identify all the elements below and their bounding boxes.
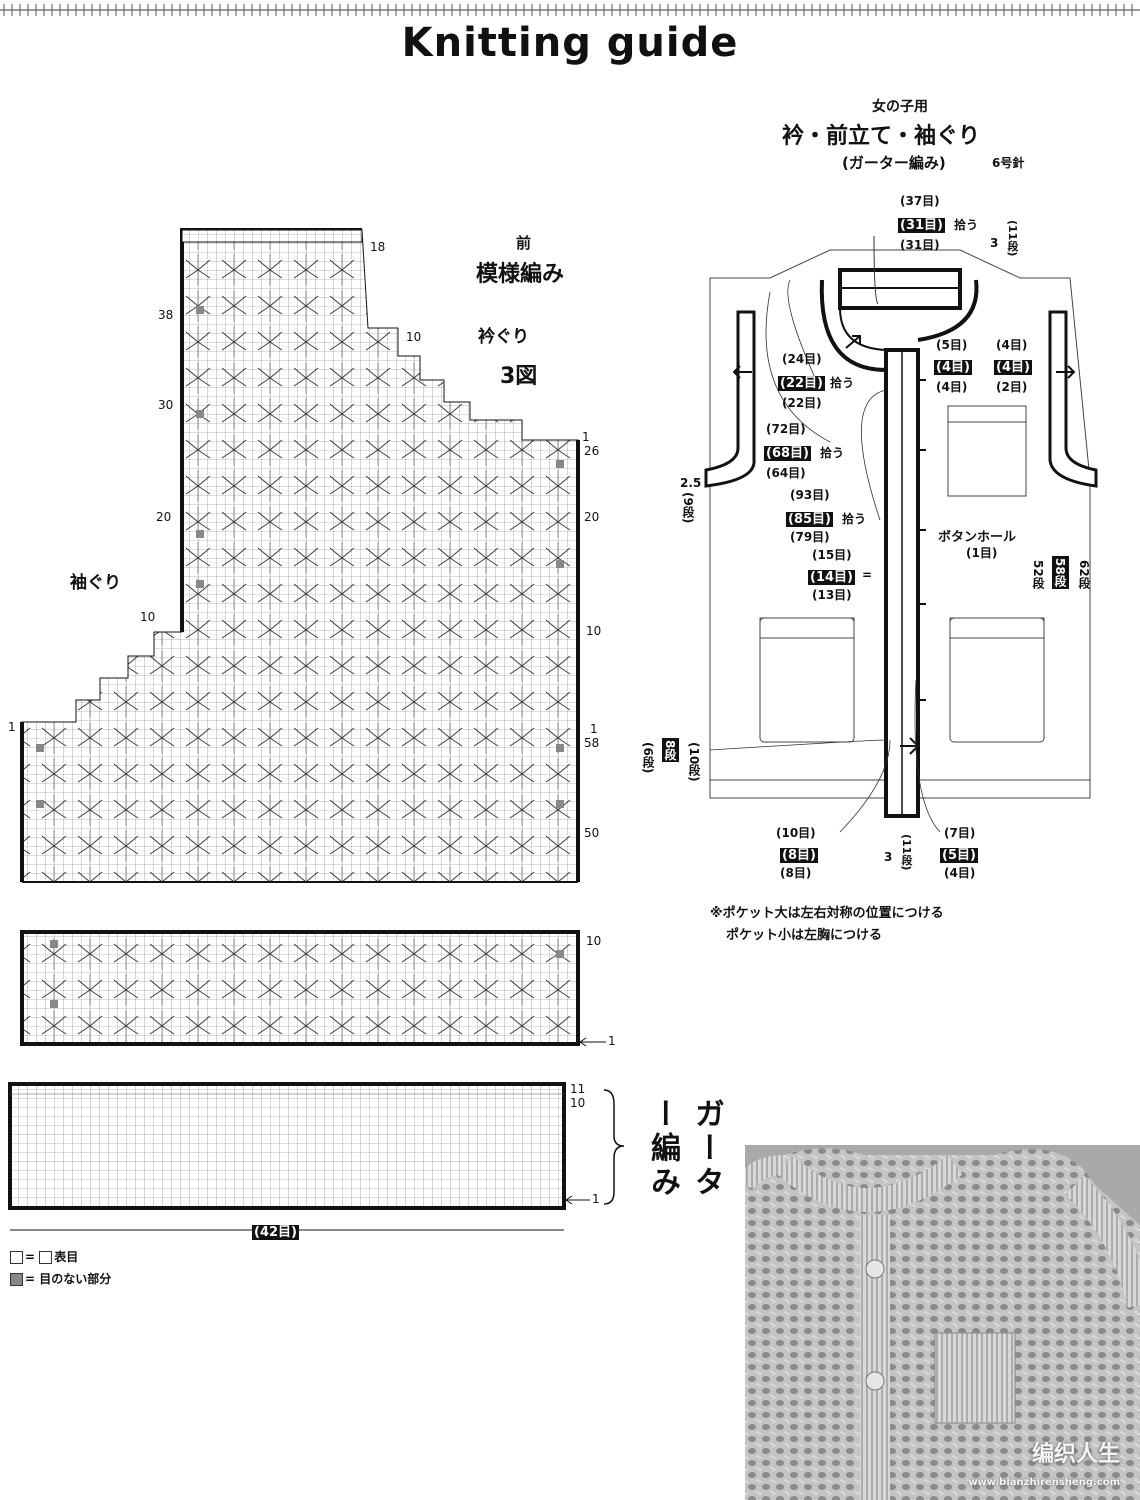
band2-stitches-boxed: (14目) bbox=[808, 570, 855, 585]
row-label: 1 bbox=[608, 1034, 616, 1048]
note-small-pocket: ポケット小は左胸につける bbox=[726, 928, 883, 943]
row-label: 1 bbox=[592, 1192, 600, 1206]
armhole-label: 袖ぐり bbox=[70, 573, 121, 593]
bottom-mid-b: (11段) bbox=[900, 834, 913, 871]
chart-part-label: 前 bbox=[516, 234, 532, 252]
neck-stitches-top: (24目) bbox=[782, 352, 822, 366]
side-rows-a: 52段 bbox=[1031, 560, 1045, 589]
collar-stitches-bottom: (31目) bbox=[900, 238, 940, 252]
bottom-mid-a: 3 bbox=[884, 850, 893, 864]
bottom-left-bottom: (8目) bbox=[780, 866, 812, 880]
garter-band bbox=[8, 1082, 566, 1210]
top-ruler bbox=[0, 4, 1140, 16]
diagram-technique: (ガーター編み) bbox=[842, 154, 946, 172]
figure-label: 3図 bbox=[500, 364, 538, 389]
hem-rows-b: 8段 bbox=[662, 738, 679, 763]
collar-pick-label: 拾う bbox=[954, 218, 979, 232]
hem-rows-c: (10段) bbox=[687, 742, 701, 782]
collar-stitches-top: (37目) bbox=[900, 194, 940, 208]
buttonhole-count: (1目) bbox=[966, 546, 998, 560]
side-rows-c: 62段 bbox=[1077, 560, 1091, 589]
armhole-pick-label: 拾う bbox=[820, 446, 845, 460]
shoulder-left-boxed: (4目) bbox=[934, 360, 972, 375]
band-stitches-top: (93目) bbox=[790, 488, 830, 502]
row-label: 58 bbox=[584, 736, 600, 750]
row-label: 10 bbox=[586, 624, 602, 638]
row-label: 10 bbox=[140, 610, 156, 624]
row-label: 30 bbox=[158, 398, 174, 412]
arm-rows-b: (9段) bbox=[681, 492, 695, 524]
chart-pattern-label: 模様編み bbox=[476, 262, 565, 287]
row-label: 11 bbox=[570, 1082, 586, 1096]
needle-size: 6号針 bbox=[992, 156, 1025, 170]
legend-no-stitch: = 目のない部分 bbox=[10, 1270, 111, 1287]
band-stitches-boxed: (85目) bbox=[786, 512, 833, 527]
band-stitches-bottom: (79目) bbox=[790, 530, 830, 544]
legend-knit: = 表目 bbox=[10, 1248, 78, 1265]
bottom-left-boxed: (8目) bbox=[780, 848, 818, 863]
diagram-title: 衿・前立て・袖ぐり bbox=[782, 124, 981, 149]
note-large-pocket: ※ポケット大は左右対称の位置につける bbox=[710, 906, 944, 921]
band2-eq: = bbox=[862, 568, 873, 582]
side-rows-b: 58段 bbox=[1052, 556, 1069, 589]
row-label: 26 bbox=[584, 444, 600, 458]
shoulder-left-bottom: (4目) bbox=[936, 380, 968, 394]
row-label: 20 bbox=[156, 510, 172, 524]
buttonhole-label: ボタンホール bbox=[938, 530, 1017, 545]
row-label: 10 bbox=[406, 330, 422, 344]
armhole-stitches-top: (72目) bbox=[766, 422, 806, 436]
armhole-stitches-bottom: (64目) bbox=[766, 466, 806, 480]
knit-square-icon bbox=[39, 1251, 53, 1264]
collar-rows-a: 3 bbox=[990, 236, 999, 250]
bottom-right-bottom: (4目) bbox=[944, 866, 976, 880]
shoulder-left-top: (5目) bbox=[936, 338, 968, 352]
watermark-brand: 编织人生 bbox=[1031, 1442, 1120, 1467]
shoulder-right-boxed: (4目) bbox=[994, 360, 1032, 375]
row-label: 10 bbox=[586, 934, 602, 948]
row-label: 1 bbox=[590, 722, 598, 736]
row-label: 1 bbox=[8, 720, 16, 734]
row-label: 18 bbox=[370, 240, 386, 254]
watermark-url: www.bianzhirensheng.com bbox=[968, 1477, 1120, 1488]
bottom-right-boxed: (5目) bbox=[940, 848, 978, 863]
row-label: 50 bbox=[584, 826, 600, 840]
hem-rows-a: (6段) bbox=[641, 742, 655, 774]
neckline-label: 衿ぐり bbox=[478, 327, 529, 347]
shoulder-right-top: (4目) bbox=[996, 338, 1028, 352]
row-label: 1 bbox=[582, 430, 590, 444]
arm-rows-a: 2.5 bbox=[680, 476, 702, 490]
neck-stitches-bottom: (22目) bbox=[782, 396, 822, 410]
collar-stitches-boxed: (31目) bbox=[898, 218, 945, 233]
vest-photo bbox=[745, 1145, 1140, 1500]
blank-square-icon bbox=[10, 1251, 23, 1264]
collar-rows-b: (11段) bbox=[1006, 220, 1019, 257]
band2-stitches-bottom: (13目) bbox=[812, 588, 852, 602]
band-pick-label: 拾う bbox=[842, 512, 867, 526]
width-label: (42目) bbox=[252, 1225, 299, 1240]
shoulder-right-bottom: (2目) bbox=[996, 380, 1028, 394]
band2-stitches-top: (15目) bbox=[812, 548, 852, 562]
row-label: 10 bbox=[570, 1096, 586, 1110]
diagram-subtitle: 女の子用 bbox=[872, 99, 928, 115]
page-title: Knitting guide bbox=[401, 20, 739, 66]
bottom-left-top: (10目) bbox=[776, 826, 816, 840]
neck-stitches-boxed: (22目) bbox=[778, 376, 825, 391]
row-label: 38 bbox=[158, 308, 174, 322]
garter-label: ガーター編み bbox=[645, 1098, 724, 1200]
armhole-stitches-boxed: (68目) bbox=[764, 446, 811, 461]
vest-diagram bbox=[704, 235, 1098, 833]
neck-pick-label: 拾う bbox=[830, 376, 855, 390]
front-chart bbox=[8, 228, 625, 1231]
bottom-right-top: (7目) bbox=[944, 826, 976, 840]
front-middle-section bbox=[20, 930, 580, 1046]
shaded-square-icon bbox=[10, 1273, 23, 1286]
row-label: 20 bbox=[584, 510, 600, 524]
